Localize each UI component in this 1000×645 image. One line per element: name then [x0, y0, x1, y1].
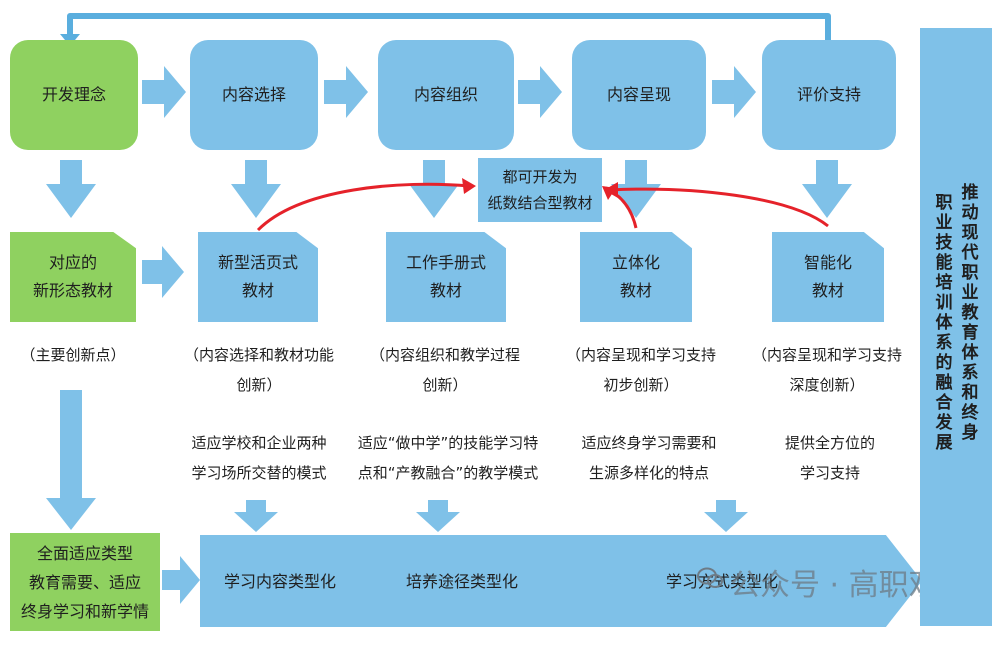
band-learning-content: 学习内容类型化 [224, 572, 337, 591]
mode-smart: 提供全方位的 学习支持 [750, 428, 910, 488]
arrow-down-org [409, 160, 459, 218]
doc-line-1: 立体化 [611, 253, 660, 272]
arrow-down-dev [46, 160, 96, 218]
doc-line-2: 教材 [811, 281, 844, 300]
mode-3d: 适应终身学习需要和 生源多样化的特点 [556, 428, 742, 488]
box-content-presentation: 内容呈现 [572, 40, 706, 150]
note-workbook: （内容组织和教学过程 创新） [352, 340, 538, 400]
arrow-dev-to-select [142, 66, 186, 118]
arrow-org-to-present [518, 66, 562, 118]
box-content-organization: 内容组织 [378, 40, 514, 150]
band-typification [200, 535, 922, 627]
doc-loose-leaf-material: 新型活页式 教材 [198, 232, 318, 322]
arrow-down-select [231, 160, 281, 218]
wechat-icon [697, 567, 723, 588]
arrow-down-left-long [46, 390, 96, 530]
doc-workbook-material: 工作手册式 教材 [386, 232, 506, 322]
box-label: 内容选择 [221, 85, 286, 104]
mode-line-1: 适应“做中学”的技能学习特 [357, 434, 539, 452]
red-arrow-smart [609, 187, 829, 228]
doc-line-1: 对应的 [48, 253, 97, 272]
mode-line-2: 点和“产教融合”的教学模式 [357, 464, 539, 482]
arrow-down-eval [802, 160, 852, 218]
mode-line-1: 适应学校和企业两种 [191, 434, 327, 452]
arrow-present-to-eval [712, 66, 756, 118]
mode-line-1: 提供全方位的 [784, 434, 875, 452]
red-arrowhead-smart [604, 182, 618, 198]
box-label: 评价支持 [796, 85, 861, 104]
arrow-down-mode-2 [416, 500, 460, 532]
doc-new-form-materials: 对应的 新形态教材 [10, 232, 136, 322]
note-line-2: 深度创新） [789, 376, 865, 394]
mode-line-2: 生源多样化的特点 [588, 464, 709, 482]
box-evaluation-support: 评价支持 [762, 40, 896, 150]
doc-line-1: 工作手册式 [405, 253, 486, 272]
mode-line-2: 学习支持 [799, 464, 860, 482]
box-label: 开发理念 [41, 85, 106, 104]
side-banner: 推动现代职业教育体系和终身 职业技能培训体系的融合发展 [920, 28, 992, 626]
note-line-2: 创新） [236, 376, 282, 394]
red-arrow-loose-leaf [256, 182, 471, 232]
box-development-concept: 开发理念 [10, 40, 138, 150]
mode-line-2: 学习场所交替的模式 [191, 464, 327, 482]
doc-line-2: 教材 [619, 281, 652, 300]
mode-line-1: 适应终身学习需要和 [581, 434, 717, 452]
box-line-2: 教育需要、适应 [28, 572, 141, 592]
arrow-down-mode-3 [704, 500, 748, 532]
note-line-1: （内容呈现和学习支持 [565, 346, 716, 364]
mode-workbook: 适应“做中学”的技能学习特 点和“产教融合”的教学模式 [348, 428, 548, 488]
note-line-2: 初步创新） [603, 376, 679, 394]
arrow-down-mode-1 [234, 500, 278, 532]
note-line-1: （内容选择和教材功能 [183, 346, 334, 364]
feedback-loop-line [67, 13, 831, 42]
note-line-1: （内容呈现和学习支持 [751, 346, 902, 364]
doc-3d-material: 立体化 教材 [580, 232, 692, 322]
doc-line-2: 新形态教材 [32, 281, 113, 300]
mode-loose-leaf: 适应学校和企业两种 学习场所交替的模式 [166, 428, 352, 488]
note-loose-leaf: （内容选择和教材功能 创新） [166, 340, 352, 400]
note-line-2: 创新） [422, 376, 468, 394]
center-line-2: 纸数结合型教材 [487, 194, 593, 212]
band-training-path: 培养途径类型化 [406, 572, 519, 591]
doc-line-2: 教材 [429, 281, 462, 300]
box-comprehensive-adaptation: 全面适应类型 教育需要、适应 终身学习和新学情 [10, 533, 160, 631]
doc-line-1: 新型活页式 [217, 253, 298, 272]
box-label: 内容组织 [413, 85, 478, 104]
doc-smart-material: 智能化 教材 [772, 232, 884, 322]
box-label: 内容呈现 [606, 85, 671, 104]
arrow-select-to-org [324, 66, 368, 118]
side-text-col-1: 推动现代职业教育体系和终身 [961, 183, 979, 443]
doc-line-1: 智能化 [803, 253, 852, 272]
box-line-1: 全面适应类型 [36, 543, 133, 563]
note-main-innovation: （主要创新点） [20, 346, 126, 364]
box-content-selection: 内容选择 [190, 40, 318, 150]
note-smart: （内容呈现和学习支持 深度创新） [738, 340, 916, 400]
arrow-bottom-left-to-band [162, 556, 200, 604]
center-line-1: 都可开发为 [502, 168, 578, 186]
red-arrowhead-loose-leaf [462, 178, 476, 194]
note-3d: （内容呈现和学习支持 初步创新） [548, 340, 734, 400]
side-text-col-2: 职业技能培训体系的融合发展 [935, 193, 953, 453]
arrow-newform-to-loose-leaf [142, 246, 184, 298]
box-paper-digital-material: 都可开发为 纸数结合型教材 [478, 158, 602, 222]
note-line-1: （内容组织和教学过程 [369, 346, 520, 364]
doc-line-2: 教材 [241, 281, 274, 300]
box-line-3: 终身学习和新学情 [20, 601, 149, 621]
